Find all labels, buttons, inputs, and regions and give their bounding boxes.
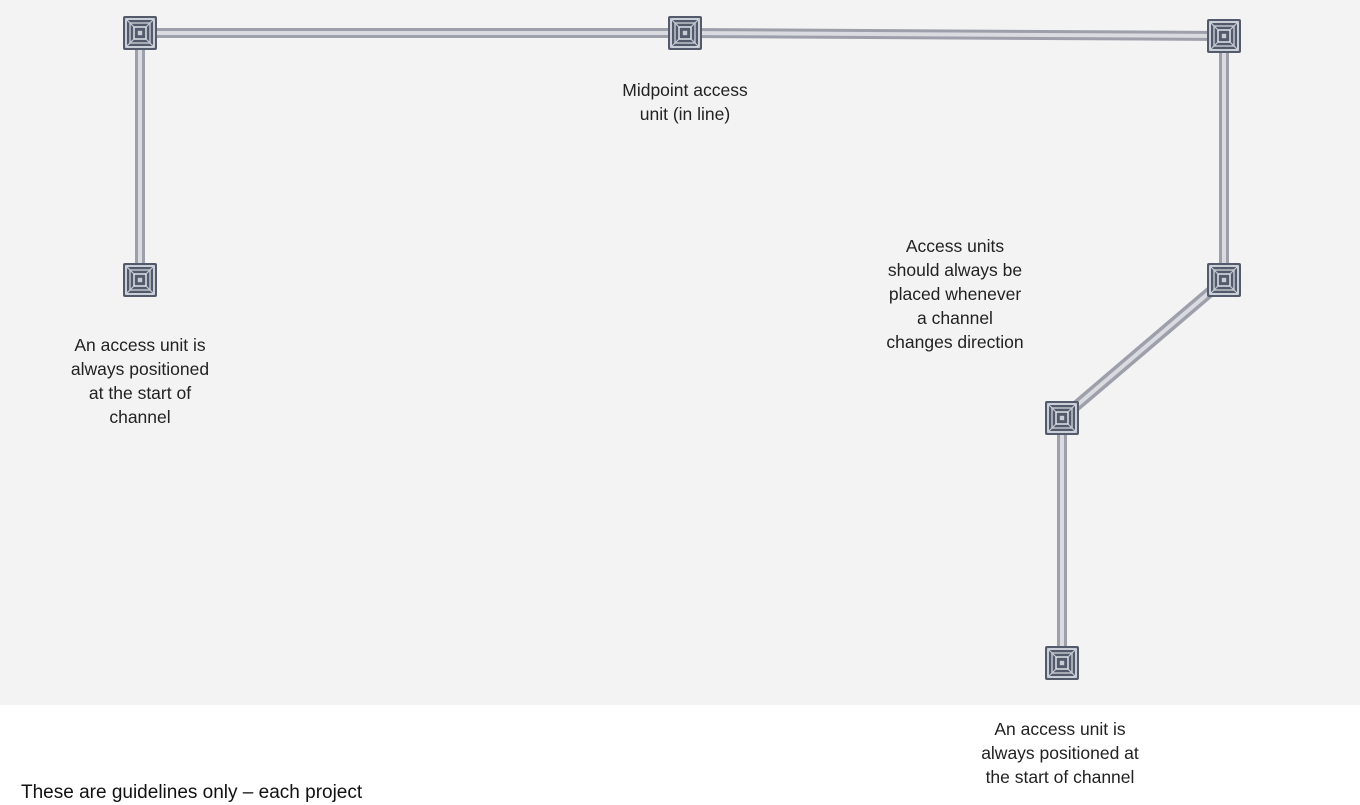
channel-diagonal [1058,275,1228,423]
label-start-of-channel-left: An access unit is always positioned at t… [70,335,210,427]
access-unit-top-left-icon [122,15,158,51]
access-unit-midpoint-icon [667,15,703,51]
label-start-of-channel-bottom: An access unit is always positioned at t… [981,719,1139,787]
channel-top-right [684,28,1225,41]
access-unit-bottom-start-icon [1044,645,1080,681]
access-unit-right-bend-icon [1206,262,1242,298]
access-unit-left-start-icon [122,262,158,298]
access-unit-top-right-icon [1206,18,1242,54]
guideline-note: These are guidelines only – each project [21,782,363,803]
access-unit-lower-bend-icon [1044,400,1080,436]
label-direction-change: Access units should always be placed whe… [886,236,1024,352]
label-midpoint-access-unit: Midpoint access unit (in line) [622,80,748,124]
